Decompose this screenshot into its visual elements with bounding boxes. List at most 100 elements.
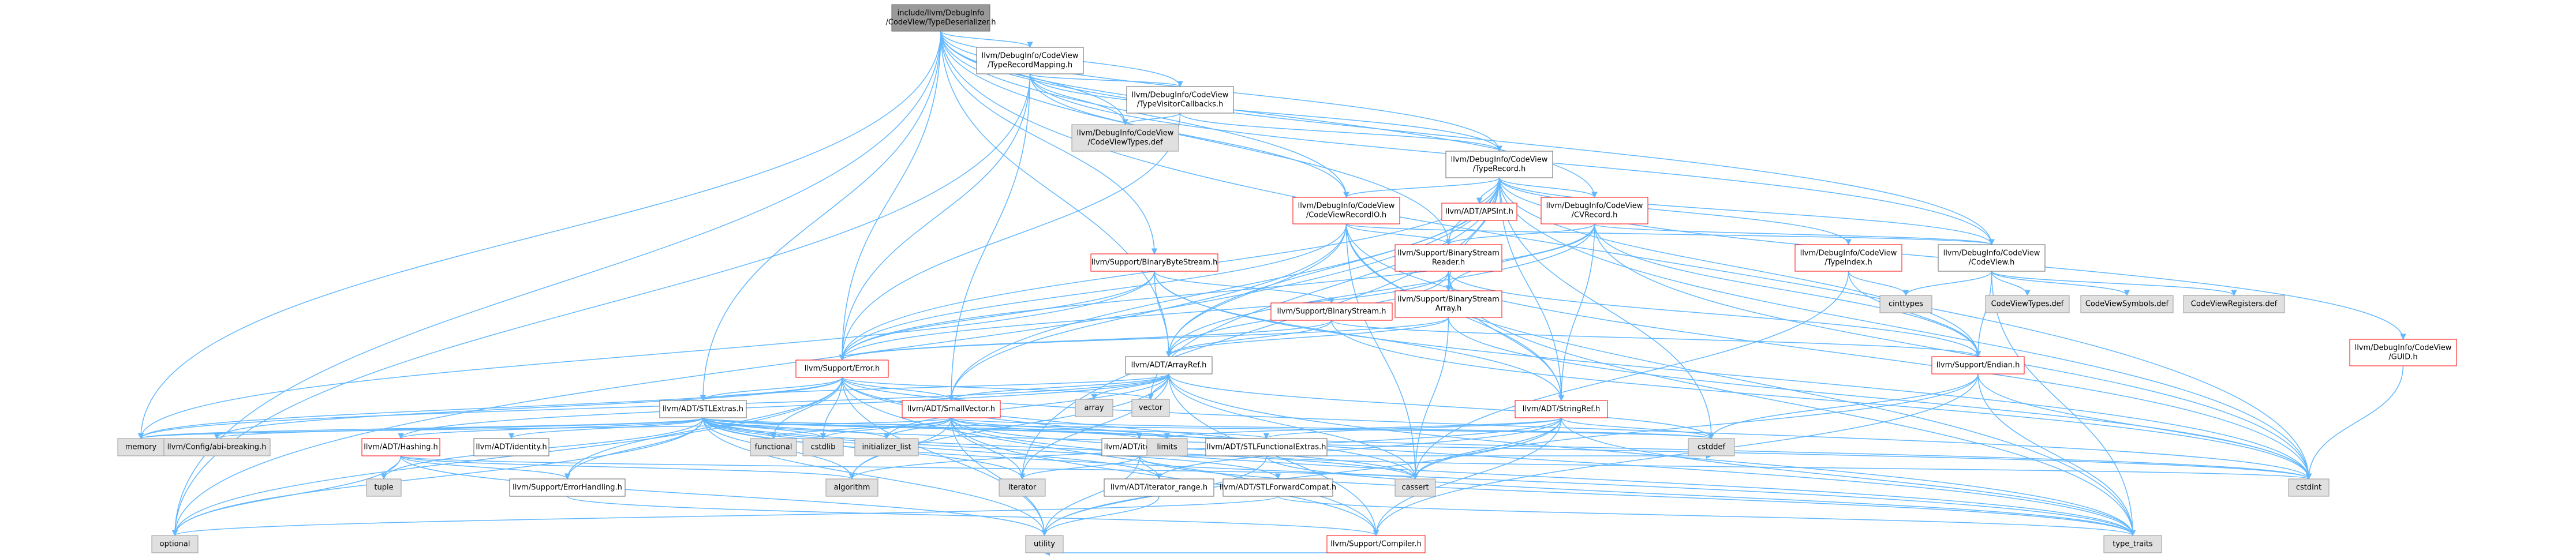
node-box-stringref bbox=[1515, 400, 1608, 418]
node-label-cvtypes-1: /CodeViewTypes.def bbox=[1087, 138, 1163, 147]
node-label-iteratorstd-0: iterator bbox=[1008, 484, 1037, 492]
node-box-bsr bbox=[1394, 244, 1502, 272]
edge-layer bbox=[137, 31, 2406, 556]
node-label-iterrange-0: llvm/ADT/iterator_range.h bbox=[1111, 484, 1207, 492]
node-bbs[interactable]: llvm/Support/BinaryByteStream.h bbox=[1090, 253, 1218, 272]
node-label-stlfwd-0: llvm/ADT/STLForwardCompat.h bbox=[1220, 484, 1336, 492]
edge-bsa-to-cassert bbox=[1412, 317, 1449, 480]
node-configbreak: llvm/Config/abi-breaking.h bbox=[163, 438, 271, 456]
edge-cv-to-cinttypes bbox=[1902, 271, 1992, 297]
node-compiler[interactable]: llvm/Support/Compiler.h bbox=[1326, 535, 1426, 553]
node-cvrecord[interactable]: llvm/DebugInfo/CodeView/CVRecord.h bbox=[1541, 197, 1648, 224]
node-stlfuncext[interactable]: llvm/ADT/STLFunctionalExtras.h bbox=[1205, 438, 1328, 456]
node-apsint[interactable]: llvm/ADT/APSInt.h bbox=[1441, 203, 1517, 221]
edge-root-to-error bbox=[839, 31, 941, 361]
node-label-cstddef-0: cstddef bbox=[1698, 443, 1726, 452]
edge-error-to-stlextras bbox=[700, 377, 843, 402]
node-optional: optional bbox=[151, 535, 199, 553]
edge-root-to-memory bbox=[137, 31, 941, 440]
edge-cvrio-to-smallvector bbox=[948, 223, 1347, 402]
edge-bsr-to-typetraits bbox=[1448, 271, 2136, 537]
edge-bs-to-cstdint bbox=[1331, 320, 2312, 480]
node-label-hashing-0: llvm/ADT/Hashing.h bbox=[364, 443, 438, 452]
node-label-stlfuncext-0: llvm/ADT/STLFunctionalExtras.h bbox=[1207, 443, 1326, 452]
edge-root-to-bsr bbox=[940, 31, 1452, 246]
node-bs[interactable]: llvm/Support/BinaryStream.h bbox=[1270, 302, 1393, 321]
node-box-cstdlib bbox=[802, 438, 844, 456]
node-trm[interactable]: llvm/DebugInfo/CodeView/TypeRecordMappin… bbox=[976, 47, 1084, 74]
node-tr[interactable]: llvm/DebugInfo/CodeView/TypeRecord.h bbox=[1445, 151, 1553, 178]
edge-bbs-to-error bbox=[839, 271, 1155, 361]
node-cv[interactable]: llvm/DebugInfo/CodeView/CodeView.h bbox=[1938, 244, 2046, 272]
node-root[interactable]: include/llvm/DebugInfo/CodeView/TypeDese… bbox=[885, 4, 996, 32]
edge-stlextras-to-initlist bbox=[702, 417, 890, 440]
node-box-typetraits bbox=[2103, 535, 2162, 553]
node-cstdint: cstdint bbox=[2288, 478, 2330, 497]
node-box-cstdint bbox=[2288, 478, 2330, 497]
edge-stringref-to-iterrange bbox=[1156, 417, 1562, 480]
node-label-cvsymbols-0: CodeViewSymbols.def bbox=[2085, 300, 2169, 309]
node-guid[interactable]: llvm/DebugInfo/CodeView/GUID.h bbox=[2349, 339, 2457, 366]
edge-stringref-to-cstddef bbox=[1561, 417, 1715, 440]
edge-tr-to-cstdint bbox=[1498, 177, 2312, 480]
node-label-errhandling-0: llvm/Support/ErrorHandling.h bbox=[513, 484, 622, 492]
node-label-cv-1: /CodeView.h bbox=[1969, 259, 2015, 267]
edge-stlextras-to-configbreak bbox=[214, 417, 704, 440]
node-box-array bbox=[1075, 399, 1113, 417]
node-identity[interactable]: llvm/ADT/identity.h bbox=[473, 438, 549, 456]
edge-arrayref-to-stlextras bbox=[700, 373, 1169, 402]
edge-cvrio-to-cstdint bbox=[1345, 223, 2312, 480]
edge-error-to-smallvector bbox=[842, 377, 955, 402]
edge-stlfuncext-to-cstdint bbox=[1266, 455, 2312, 480]
node-box-error bbox=[795, 359, 889, 378]
edge-stlextras-to-iterrange bbox=[702, 417, 1162, 480]
node-arrayref[interactable]: llvm/ADT/ArrayRef.h bbox=[1125, 356, 1213, 375]
node-label-cvregisters-0: CodeViewRegisters.def bbox=[2191, 300, 2278, 309]
node-box-trm bbox=[976, 47, 1084, 74]
node-array: array bbox=[1075, 399, 1113, 417]
node-box-initlist bbox=[854, 438, 919, 456]
edge-root-to-cvrio bbox=[940, 31, 1349, 199]
node-endian[interactable]: llvm/Support/Endian.h bbox=[1931, 356, 2025, 375]
node-label-tvc-1: /TypeVisitorCallbacks.h bbox=[1137, 100, 1224, 109]
edge-cvrecord-to-endian bbox=[1594, 223, 1981, 358]
node-label-stringref-0: llvm/ADT/StringRef.h bbox=[1523, 405, 1600, 414]
node-tuple: tuple bbox=[366, 478, 402, 497]
node-stlextras[interactable]: llvm/ADT/STLExtras.h bbox=[659, 400, 747, 418]
edge-stringref-to-typetraits bbox=[1561, 417, 2136, 537]
edge-arrayref-to-memory bbox=[138, 373, 1169, 440]
edge-cvrecord-to-stringref bbox=[1558, 223, 1595, 402]
edge-endian-to-cstddef bbox=[1708, 373, 1979, 440]
node-errhandling[interactable]: llvm/Support/ErrorHandling.h bbox=[509, 478, 626, 497]
node-stringref[interactable]: llvm/ADT/StringRef.h bbox=[1515, 400, 1608, 418]
edge-root-to-arrayref bbox=[940, 31, 1172, 358]
edge-endian-to-cstdint bbox=[1977, 373, 2312, 480]
node-box-root bbox=[891, 4, 990, 32]
node-cstddef: cstddef bbox=[1688, 438, 1735, 456]
edge-error-to-functional bbox=[770, 377, 843, 440]
edge-root-to-optional bbox=[171, 31, 941, 537]
node-box-cvsymbols bbox=[2080, 295, 2174, 313]
node-error[interactable]: llvm/Support/Error.h bbox=[795, 359, 889, 378]
node-box-algorithm bbox=[825, 478, 878, 497]
node-cvsymbols: CodeViewSymbols.def bbox=[2080, 295, 2174, 313]
node-label-root-0: include/llvm/DebugInfo bbox=[898, 9, 985, 18]
edge-cvrio-to-arrayref bbox=[1165, 223, 1347, 358]
node-hashing[interactable]: llvm/ADT/Hashing.h bbox=[361, 438, 440, 456]
node-label-trm-1: /TypeRecordMapping.h bbox=[988, 61, 1072, 70]
node-box-memory bbox=[117, 438, 164, 456]
node-smallvector[interactable]: llvm/ADT/SmallVector.h bbox=[902, 400, 1001, 418]
node-typeindex[interactable]: llvm/DebugInfo/CodeView/TypeIndex.h bbox=[1794, 244, 1902, 272]
node-limits: limits bbox=[1146, 438, 1188, 456]
edge-cvrecord-to-arrayref bbox=[1165, 223, 1595, 358]
node-tvc[interactable]: llvm/DebugInfo/CodeView/TypeVisitorCallb… bbox=[1126, 86, 1234, 114]
node-iterrange[interactable]: llvm/ADT/iterator_range.h bbox=[1104, 478, 1214, 497]
edge-smallvector-to-functional bbox=[770, 417, 952, 440]
node-label-cvrio-0: llvm/DebugInfo/CodeView bbox=[1298, 202, 1395, 211]
node-stlfwd[interactable]: llvm/ADT/STLForwardCompat.h bbox=[1220, 478, 1336, 497]
node-cvrio[interactable]: llvm/DebugInfo/CodeView/CodeViewRecordIO… bbox=[1292, 197, 1400, 224]
edge-root-to-cstdint bbox=[940, 31, 2312, 480]
